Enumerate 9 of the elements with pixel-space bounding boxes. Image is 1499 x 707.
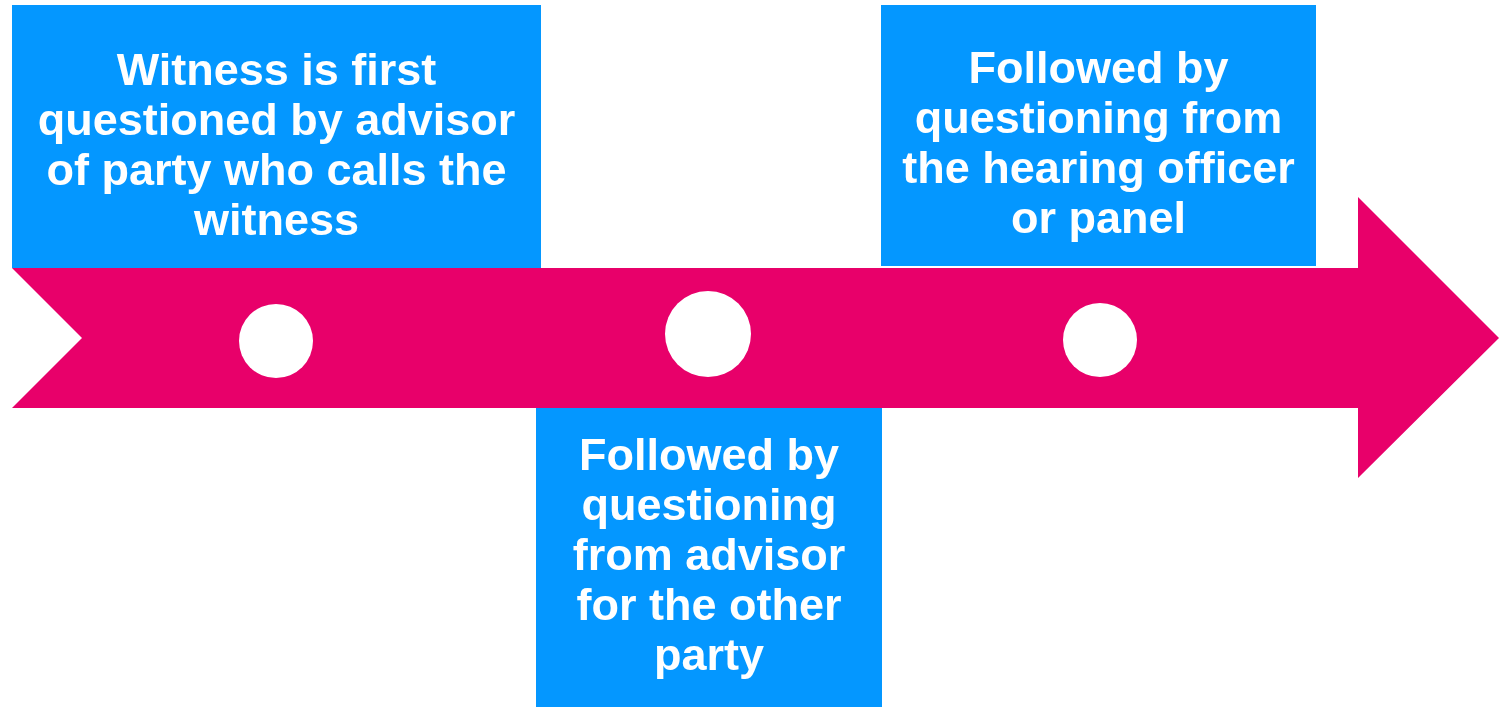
timeline-marker	[1063, 303, 1137, 377]
timeline-marker	[239, 304, 313, 378]
step-text: Followed by questioning from advisor for the other party	[571, 430, 847, 682]
step-text: Followed by questioning from the hearing officer or panel	[901, 43, 1296, 245]
step-box	[12, 5, 541, 268]
step-text: Witness is first questioned by advisor of party who calls the witness	[36, 45, 517, 247]
timeline-marker	[665, 291, 751, 377]
step-box	[881, 5, 1316, 266]
step-box	[536, 408, 882, 707]
